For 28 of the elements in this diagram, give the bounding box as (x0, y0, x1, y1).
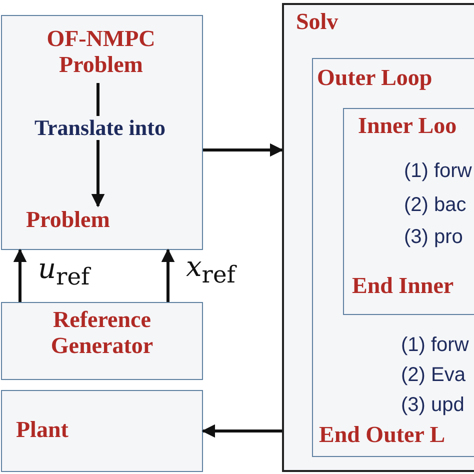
section-heading: End Inner (352, 273, 454, 300)
arrow (203, 143, 284, 157)
process-box (312, 58, 474, 457)
arrow (161, 248, 175, 302)
problem-label: Problem (26, 207, 146, 241)
arrow (13, 248, 27, 302)
edge-label: Translate into (34, 116, 166, 140)
step-text: (3) upd (401, 395, 464, 415)
step-text: (2) Eva (401, 365, 466, 385)
process-box (343, 108, 474, 315)
problem-label: OF-NMPC Problem (31, 26, 171, 84)
section-heading: Plant (16, 417, 68, 444)
section-heading: Inner Loo (358, 113, 457, 140)
step-text: (3) pro (404, 227, 463, 247)
process-box (1, 302, 203, 380)
edge-label: x$_{ref}$ (186, 252, 236, 288)
section-heading: End Outer L (319, 422, 446, 448)
section-heading: Reference Generator (50, 307, 154, 360)
process-box (282, 3, 474, 472)
section-heading: Solv (296, 9, 338, 36)
process-box (1, 390, 203, 472)
step-text: (1) forw (401, 335, 469, 355)
edge-label: u$_{ref}$ (38, 254, 90, 290)
step-text: (1) forw (404, 161, 472, 181)
step-text: (2) bac (404, 195, 466, 215)
process-box (1, 15, 203, 250)
section-heading: Outer Loop (317, 65, 432, 92)
arrow (202, 424, 282, 438)
